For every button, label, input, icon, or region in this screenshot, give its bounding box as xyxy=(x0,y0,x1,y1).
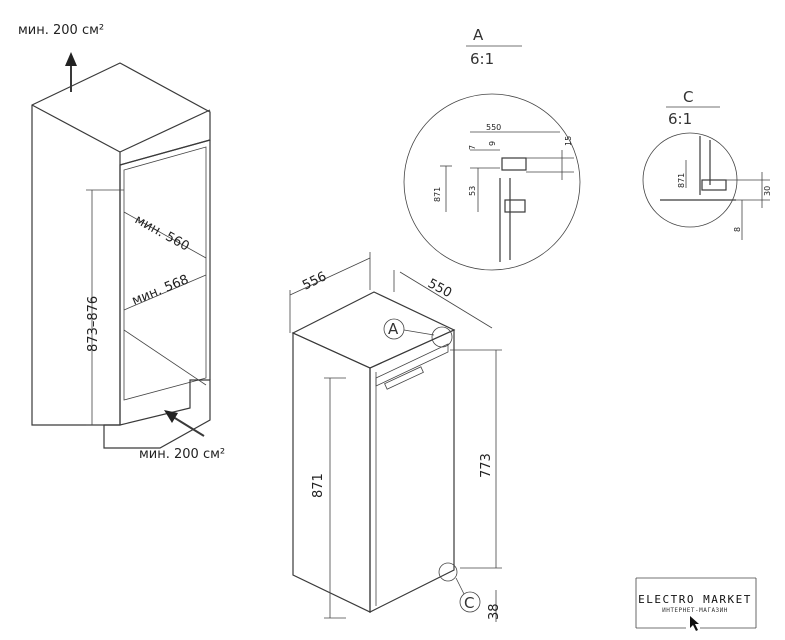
detail-a-550: 550 xyxy=(486,123,501,132)
min-width-label: мин. 568 xyxy=(130,272,191,308)
detail-a-7: 7 xyxy=(468,145,477,150)
vent-top-label: мин. 200 см² xyxy=(18,23,104,38)
detail-a-scale: 6:1 xyxy=(470,50,494,68)
detail-a-9: 9 xyxy=(488,141,497,146)
niche-height-label: 873–876 xyxy=(86,296,101,352)
marker-c: C xyxy=(464,594,474,612)
detail-c-label: C xyxy=(683,88,693,106)
detail-a-label: A xyxy=(473,26,484,44)
cursor-icon xyxy=(690,616,699,631)
detail-a-53: 53 xyxy=(468,186,477,196)
appliance-depth: 550 xyxy=(425,276,454,301)
min-depth-label: мин. 560 xyxy=(132,212,192,254)
bottom-gap: 38 xyxy=(487,603,502,620)
appliance-width: 556 xyxy=(300,269,329,293)
vent-bottom-label: мин. 200 см² xyxy=(139,447,225,462)
detail-c-8: 8 xyxy=(733,227,742,232)
detail-c-871: 871 xyxy=(677,173,686,188)
detail-a: A 6:1 550 15 7 9 871 53 xyxy=(403,26,581,271)
logo-subtitle: ИНТЕРНЕТ-МАГАЗИН xyxy=(662,607,728,614)
hinge-height: 773 xyxy=(479,453,494,478)
detail-a-871: 871 xyxy=(433,187,442,202)
appliance-height: 871 xyxy=(311,473,326,498)
electro-market-logo xyxy=(635,577,757,631)
detail-c-scale: 6:1 xyxy=(668,110,692,128)
logo-title: ELECTRO MARKET xyxy=(638,593,752,606)
marker-a: A xyxy=(388,320,399,338)
cabinet-drawing: мин. 200 см² мин. 200 см² 873–876 мин. 5… xyxy=(18,23,225,462)
detail-c: C 6:1 871 30 8 xyxy=(642,88,772,240)
appliance-drawing: A 556 550 871 773 C 38 xyxy=(289,252,502,622)
detail-a-15: 15 xyxy=(564,136,573,146)
detail-c-30: 30 xyxy=(763,186,772,196)
